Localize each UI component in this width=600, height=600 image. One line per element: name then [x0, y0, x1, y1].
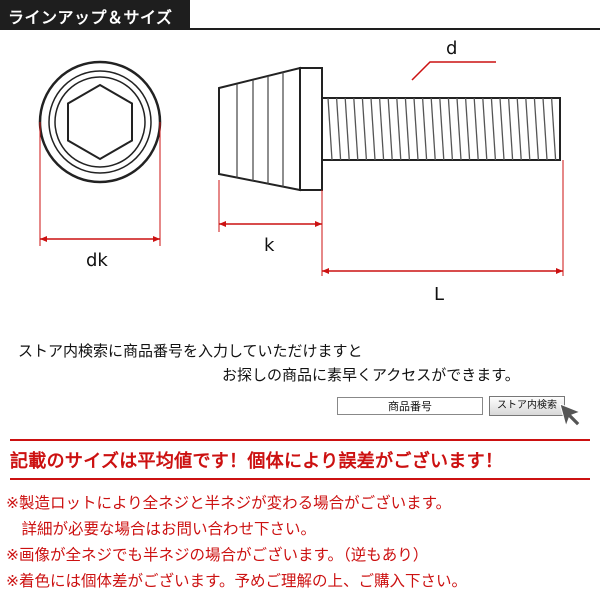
note-item: ※画像が全ネジでも半ネジの場合がございます。（逆もあり） — [6, 546, 429, 564]
guide-text-line1: ストア内検索に商品番号を入力していただけますと — [18, 342, 363, 360]
store-search-button[interactable]: ストア内検索 — [489, 396, 565, 416]
dimension-L: L — [322, 160, 564, 305]
bolt-side-view — [218, 66, 561, 192]
product-number-input[interactable] — [337, 397, 483, 415]
arrow-cursor-icon — [559, 403, 582, 428]
dimension-k: k — [218, 180, 323, 276]
warning-divider-bottom — [10, 478, 590, 480]
bolt-collar — [299, 67, 323, 191]
note-item: ※着色には個体差がございます。予めご理解の上、ご購入下さい。 — [6, 572, 467, 590]
size-warning-text: 記載のサイズは平均値です！個体により誤差がございます！ — [10, 451, 504, 472]
bolt-head-top-view — [38, 60, 162, 184]
warning-divider-top — [10, 439, 590, 441]
label-d: d — [446, 38, 457, 59]
bolt-threads — [327, 97, 557, 161]
guide-text-line2: お探しの商品に素早くアクセスができます。 — [222, 366, 520, 384]
label-L: L — [434, 284, 444, 305]
bolt-dimension-diagram: d dk k L — [38, 38, 564, 305]
label-k: k — [264, 235, 275, 256]
dimension-dk: dk — [39, 122, 161, 271]
dimension-d: d — [411, 38, 496, 81]
note-item: ※製造ロットにより全ネジと半ネジが変わる場合がございます。 — [6, 494, 452, 512]
note-item: 詳細が必要な場合はお問い合わせ下さい。 — [6, 520, 317, 538]
hex-socket — [67, 83, 133, 161]
header-bar: ラインアップ＆サイズ — [0, 0, 190, 30]
header-underline — [190, 28, 600, 30]
header-title: ラインアップ＆サイズ — [8, 8, 173, 27]
label-dk: dk — [86, 250, 108, 271]
bolt-head-side — [218, 66, 301, 192]
